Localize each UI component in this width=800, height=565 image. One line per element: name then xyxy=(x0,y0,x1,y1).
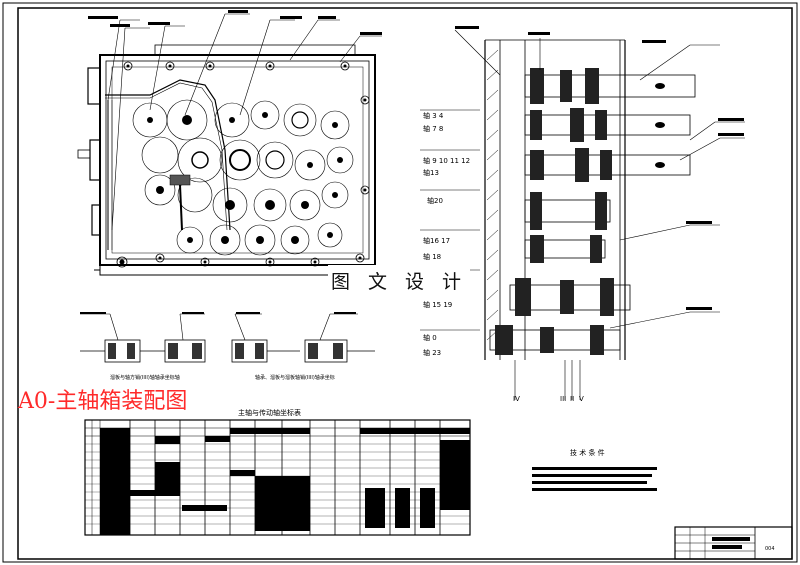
watermark: 图 文 设 计 xyxy=(328,265,470,295)
shaft-label: 轴20 xyxy=(427,197,443,205)
drawing-title: A0-主轴箱装配图 xyxy=(18,389,188,414)
technical-requirements-lines xyxy=(532,467,657,491)
shaft-label: 轴 3 4 xyxy=(423,112,444,120)
coordinate-table xyxy=(84,419,471,536)
section-mark: IV xyxy=(513,395,520,403)
sheet-number: 004 xyxy=(765,546,775,552)
shaft-label: 轴 18 xyxy=(423,253,442,261)
shaft-label: 轴13 xyxy=(423,169,439,177)
section-caption-right: 轴承、溜板与溜板轴销(IIII)轴承坐标 xyxy=(255,375,335,381)
shaft-label: 轴 7 8 xyxy=(423,125,444,133)
shaft-label: 轴 9 10 11 12 xyxy=(423,157,471,165)
table-fills xyxy=(100,428,470,535)
title-block xyxy=(674,526,793,560)
section-hatching xyxy=(108,343,343,359)
shaft-label: 轴 15 19 xyxy=(423,301,453,309)
shaft-ends xyxy=(655,83,665,168)
oil-pipe xyxy=(105,79,231,231)
section-mark: II xyxy=(570,395,575,403)
table-title: 主轴与传动轴坐标表 xyxy=(238,409,301,417)
section-views xyxy=(80,339,375,363)
shaft-label: 轴 23 xyxy=(423,349,442,357)
housing-hatch xyxy=(486,49,499,341)
shaft-centers xyxy=(147,112,343,244)
bolt-centers xyxy=(119,64,367,265)
leader-label-blocks xyxy=(88,10,382,35)
sheet-inner-border xyxy=(17,7,793,560)
gear-circles xyxy=(132,99,354,256)
section-leaders xyxy=(80,313,358,341)
section-caption-left: 溜板与轴方销(IIII)轴轴承坐标轴 xyxy=(110,375,180,381)
leader-lines-right xyxy=(454,29,745,329)
section-mark: III xyxy=(560,395,567,403)
gears-side xyxy=(495,68,614,355)
tech-requirements-title: 技 术 条 件 xyxy=(570,449,605,457)
shaft-label: 轴 0 xyxy=(423,334,437,342)
leader-lines-top xyxy=(107,13,382,231)
shaft-label: 轴16 17 xyxy=(423,237,451,245)
section-mark: V xyxy=(579,395,584,403)
